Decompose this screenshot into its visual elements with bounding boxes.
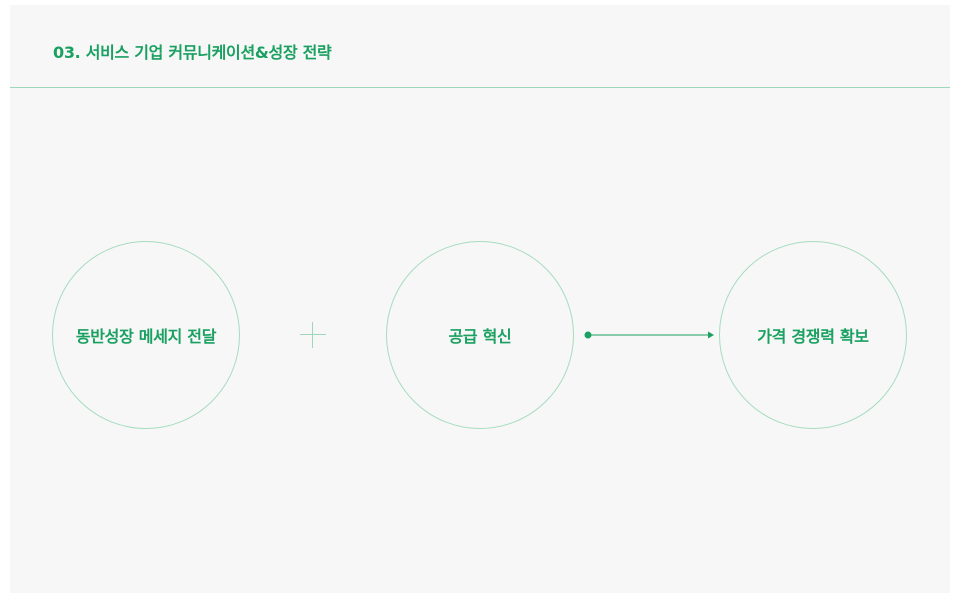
node-circle-supply-innovation: 공급 혁신 [386, 241, 574, 429]
page-title: 03. 서비스 기업 커뮤니케이션&성장 전략 [53, 43, 332, 62]
slide: 03. 서비스 기업 커뮤니케이션&성장 전략 동반성장 메세지 전달 공급 혁… [10, 5, 950, 593]
header-divider [10, 87, 950, 88]
node-label: 공급 혁신 [448, 327, 512, 346]
node-label: 가격 경쟁력 확보 [757, 327, 869, 346]
node-circle-shared-growth: 동반성장 메세지 전달 [52, 241, 240, 429]
plus-icon [300, 322, 326, 348]
node-label: 동반성장 메세지 전달 [75, 327, 217, 346]
arrow-right-icon [584, 331, 714, 339]
node-circle-price-competitiveness: 가격 경쟁력 확보 [719, 241, 907, 429]
